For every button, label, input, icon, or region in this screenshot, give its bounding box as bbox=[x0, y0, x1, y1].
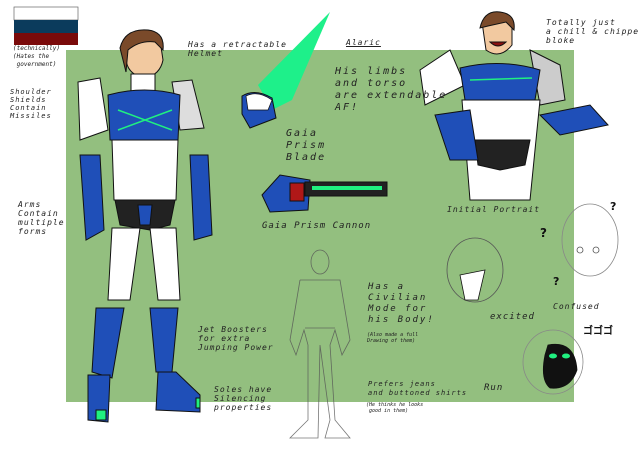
run-face bbox=[522, 329, 584, 395]
note-line: are extendable bbox=[335, 90, 448, 101]
note-line: Has a bbox=[368, 282, 406, 292]
initial-portrait bbox=[419, 11, 609, 201]
note-line: his Body! bbox=[368, 315, 435, 325]
note-line: Contain bbox=[10, 104, 47, 112]
note-line: Shields bbox=[10, 96, 47, 104]
note-line: Totally just bbox=[546, 18, 616, 27]
note-line: Prefers jeans bbox=[368, 380, 436, 388]
note-line: Drawing of them) bbox=[367, 338, 416, 344]
note-line: Contain bbox=[18, 209, 59, 218]
note-line: (He thinks he looks bbox=[366, 402, 424, 408]
note-line: Jumping Power bbox=[198, 343, 274, 352]
confused-label: Confused bbox=[553, 302, 600, 311]
note-line: Blade bbox=[286, 152, 327, 163]
question-mark: ? bbox=[540, 226, 547, 240]
note-line: (technically) bbox=[13, 45, 60, 52]
note-line: for extra bbox=[198, 334, 251, 343]
note-line: Has a retractable bbox=[188, 40, 287, 49]
note-line: (Also made a full bbox=[367, 332, 419, 338]
note-line: and buttoned shirts bbox=[368, 389, 468, 397]
gaia-prism-blade bbox=[241, 12, 330, 129]
note-line: forms bbox=[18, 227, 48, 236]
menace-sound-effect: ゴゴゴ bbox=[583, 326, 613, 337]
excited-face bbox=[446, 237, 504, 303]
note-line: good in them) bbox=[366, 408, 409, 414]
excited-label: excited bbox=[490, 312, 535, 322]
note-line: a chill & chipper bbox=[546, 27, 640, 36]
expression-sketches bbox=[446, 203, 619, 395]
question-mark: ? bbox=[553, 275, 560, 288]
note-line: Mode for bbox=[368, 304, 428, 314]
note-line: Gaia bbox=[286, 128, 319, 139]
armored-hero-full-body bbox=[77, 29, 213, 423]
note-line: government) bbox=[13, 61, 57, 68]
nationality-note: (technically)(Hates the government) bbox=[13, 45, 60, 69]
note-line: (Hates the bbox=[13, 53, 50, 60]
note-line: Prism bbox=[286, 140, 327, 151]
note-line: Silencing bbox=[214, 394, 267, 403]
jeans-small-note: (He thinks he looks good in them) bbox=[366, 402, 423, 414]
russian-flag bbox=[13, 6, 79, 45]
note-line: properties bbox=[214, 403, 273, 412]
note-line: Civilian bbox=[368, 293, 428, 303]
character-name: Alaric bbox=[346, 38, 381, 47]
portrait-label: Initial Portrait bbox=[447, 205, 541, 214]
run-label: Run bbox=[484, 383, 504, 393]
civilian-mode-sketch bbox=[289, 249, 351, 439]
note-line: multiple bbox=[18, 218, 65, 227]
note-line: Helmet bbox=[188, 49, 223, 58]
note-line: Jet Boosters bbox=[198, 325, 268, 334]
gaia-prism-cannon bbox=[261, 174, 388, 213]
note-line: bloke bbox=[546, 36, 576, 45]
note-line: and torso bbox=[335, 78, 408, 89]
note-line: Shoulder bbox=[10, 88, 52, 96]
note-line: Missiles bbox=[10, 112, 52, 120]
note-line: Arms bbox=[18, 200, 42, 209]
confused-face bbox=[561, 203, 619, 277]
cannon-label: Gaia Prism Cannon bbox=[262, 221, 372, 231]
question-mark: ? bbox=[610, 200, 617, 213]
note-line: AF! bbox=[335, 102, 360, 113]
note-line: His limbs bbox=[335, 66, 408, 77]
note-line: Soles have bbox=[214, 385, 273, 394]
